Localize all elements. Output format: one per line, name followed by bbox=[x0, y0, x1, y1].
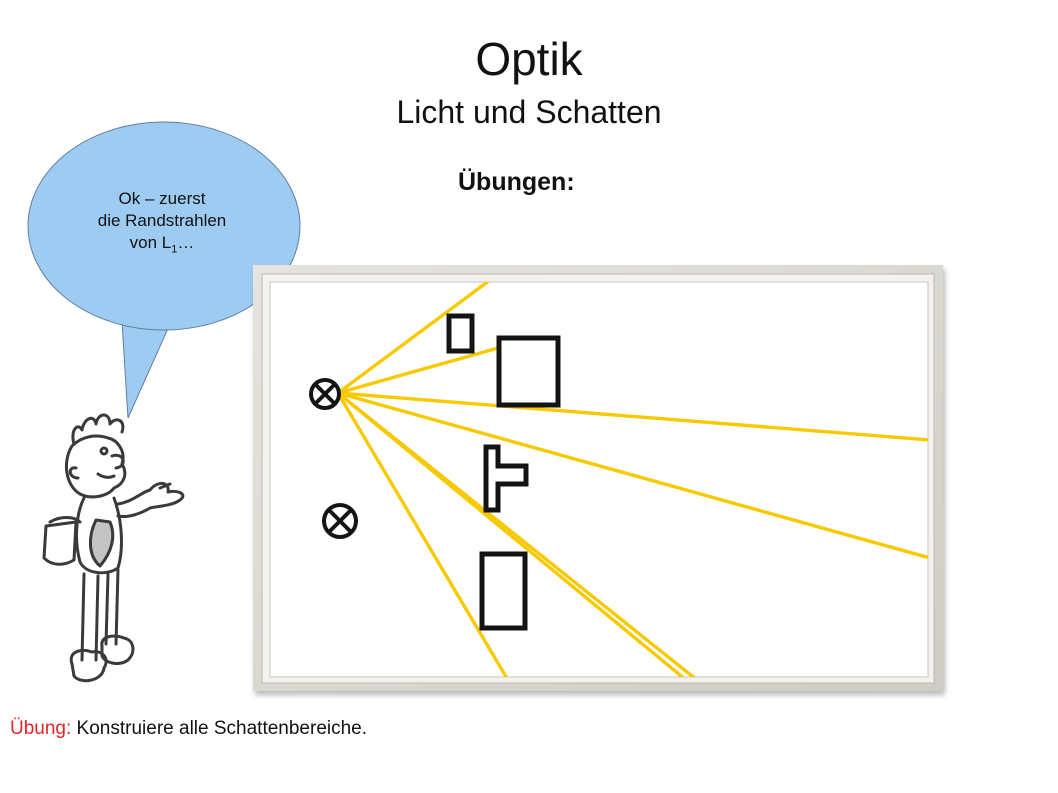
ray-down-left bbox=[336, 391, 509, 677]
ray-right-lower bbox=[336, 391, 928, 560]
obstacles bbox=[446, 313, 561, 631]
light-rays bbox=[336, 282, 928, 677]
obstacle-tall-box bbox=[479, 551, 528, 631]
task-instruction: Übung: Konstruiere alle Schattenbereiche… bbox=[10, 719, 367, 738]
section-heading: Übungen: bbox=[458, 168, 575, 196]
bubble-line-2: die Randstrahlen bbox=[97, 211, 227, 230]
obstacle-large-box bbox=[496, 335, 561, 408]
obstacle-small-box bbox=[446, 313, 475, 354]
bubble-line-1: Ok – zuerst bbox=[118, 189, 206, 208]
speech-bubble-text: Ok – zuerst die Randstrahlen von L1… bbox=[52, 188, 272, 260]
obstacle-t-shape bbox=[483, 444, 529, 513]
ray-to-small-box bbox=[336, 346, 500, 395]
cartoon-character bbox=[42, 413, 185, 683]
page-subtitle: Licht und Schatten bbox=[396, 94, 662, 130]
ray-down-right-b bbox=[336, 391, 696, 677]
bubble-line-3: von L1… bbox=[129, 233, 195, 256]
light-source-l1-icon bbox=[309, 378, 341, 410]
light-source-l2-icon bbox=[322, 503, 358, 539]
whiteboard bbox=[253, 265, 943, 691]
task-text: Konstruiere alle Schattenbereiche. bbox=[71, 718, 368, 739]
speech-bubble bbox=[27, 121, 301, 419]
ray-top bbox=[336, 282, 491, 395]
task-label: Übung: bbox=[10, 718, 72, 739]
ray-right-upper bbox=[336, 391, 928, 442]
page-title: Optik bbox=[475, 33, 583, 85]
